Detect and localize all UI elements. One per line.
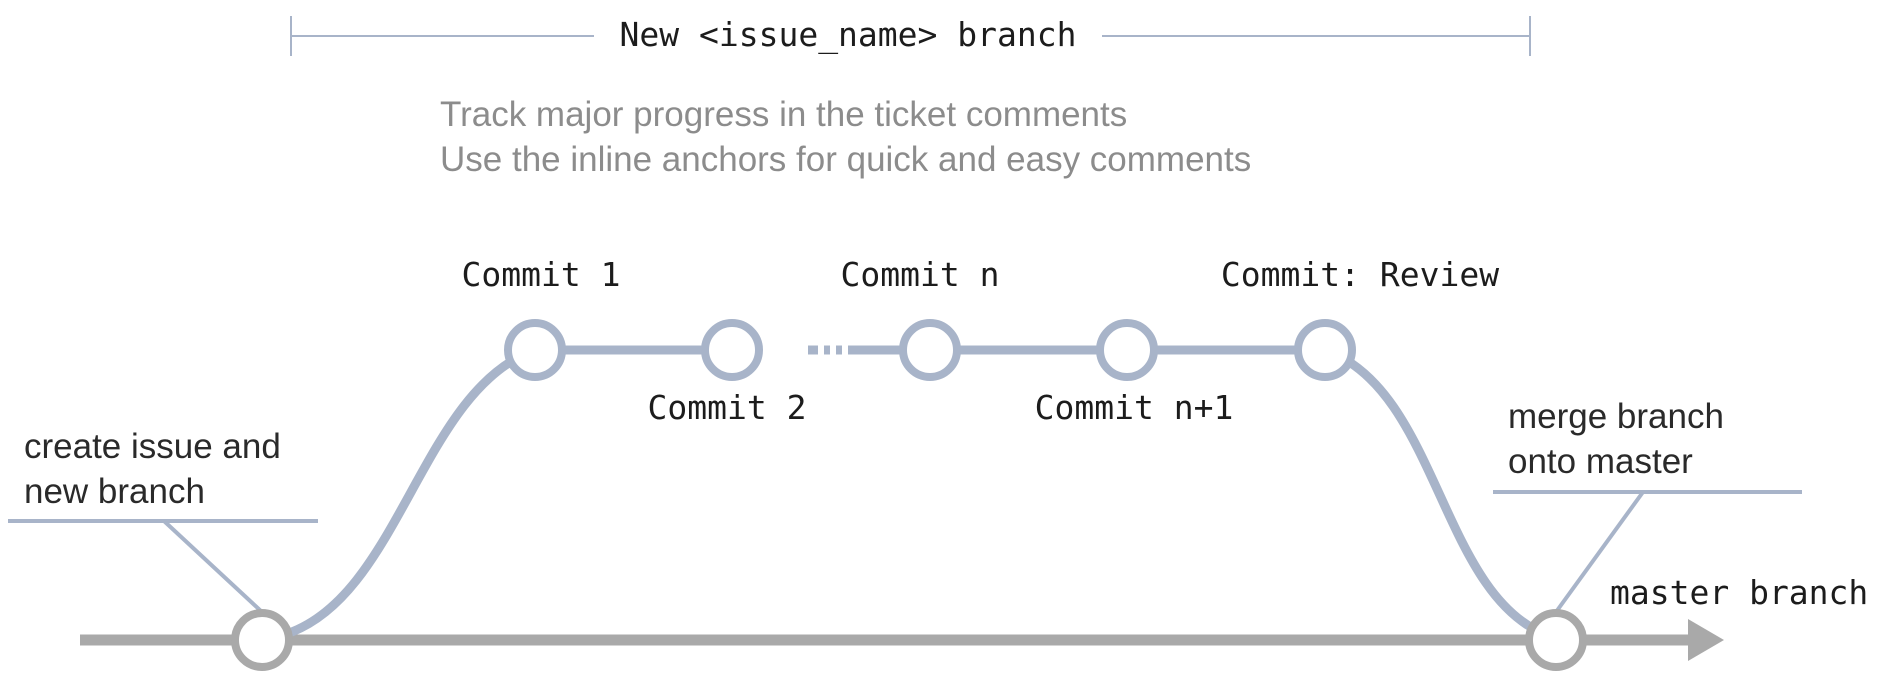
note-line-1: Track major progress in the ticket comme… (440, 95, 1127, 134)
commit-node-review (1294, 319, 1356, 381)
branch-span-bracket (290, 16, 1531, 56)
commit-label-2: Commit 2 (648, 388, 807, 427)
commit-nodes (504, 319, 1356, 381)
merge-node (1525, 609, 1587, 671)
branch-span-label: New <issue_name> branch (620, 15, 1077, 55)
create-callout-line-1: create issue and (24, 427, 281, 466)
merge-callout (1493, 490, 1802, 614)
merge-callout-line-2: onto master (1508, 442, 1693, 481)
commit-node-2 (701, 319, 763, 381)
branch-merge-curve (1323, 345, 1554, 642)
commit-label-review: Commit: Review (1221, 255, 1499, 294)
create-callout (8, 519, 318, 614)
create-callout-leader (162, 519, 264, 614)
branch-out-curve (281, 345, 537, 640)
create-callout-line-2: new branch (24, 472, 205, 511)
commit-label-n: Commit n (841, 255, 1000, 294)
commit-label-1: Commit 1 (462, 255, 621, 294)
merge-callout-line-1: merge branch (1508, 397, 1724, 436)
branch-start-node (231, 609, 293, 671)
note-line-2: Use the inline anchors for quick and eas… (440, 140, 1251, 179)
master-branch-label: master branch (1610, 573, 1868, 612)
master-branch-arrowhead (1688, 619, 1724, 661)
commit-node-n (899, 319, 961, 381)
merge-callout-leader (1554, 490, 1645, 614)
feature-branch (281, 345, 1554, 642)
commit-label-n-plus-1: Commit n+1 (1035, 388, 1234, 427)
commit-node-n-plus-1 (1096, 319, 1158, 381)
commit-node-1 (504, 319, 566, 381)
